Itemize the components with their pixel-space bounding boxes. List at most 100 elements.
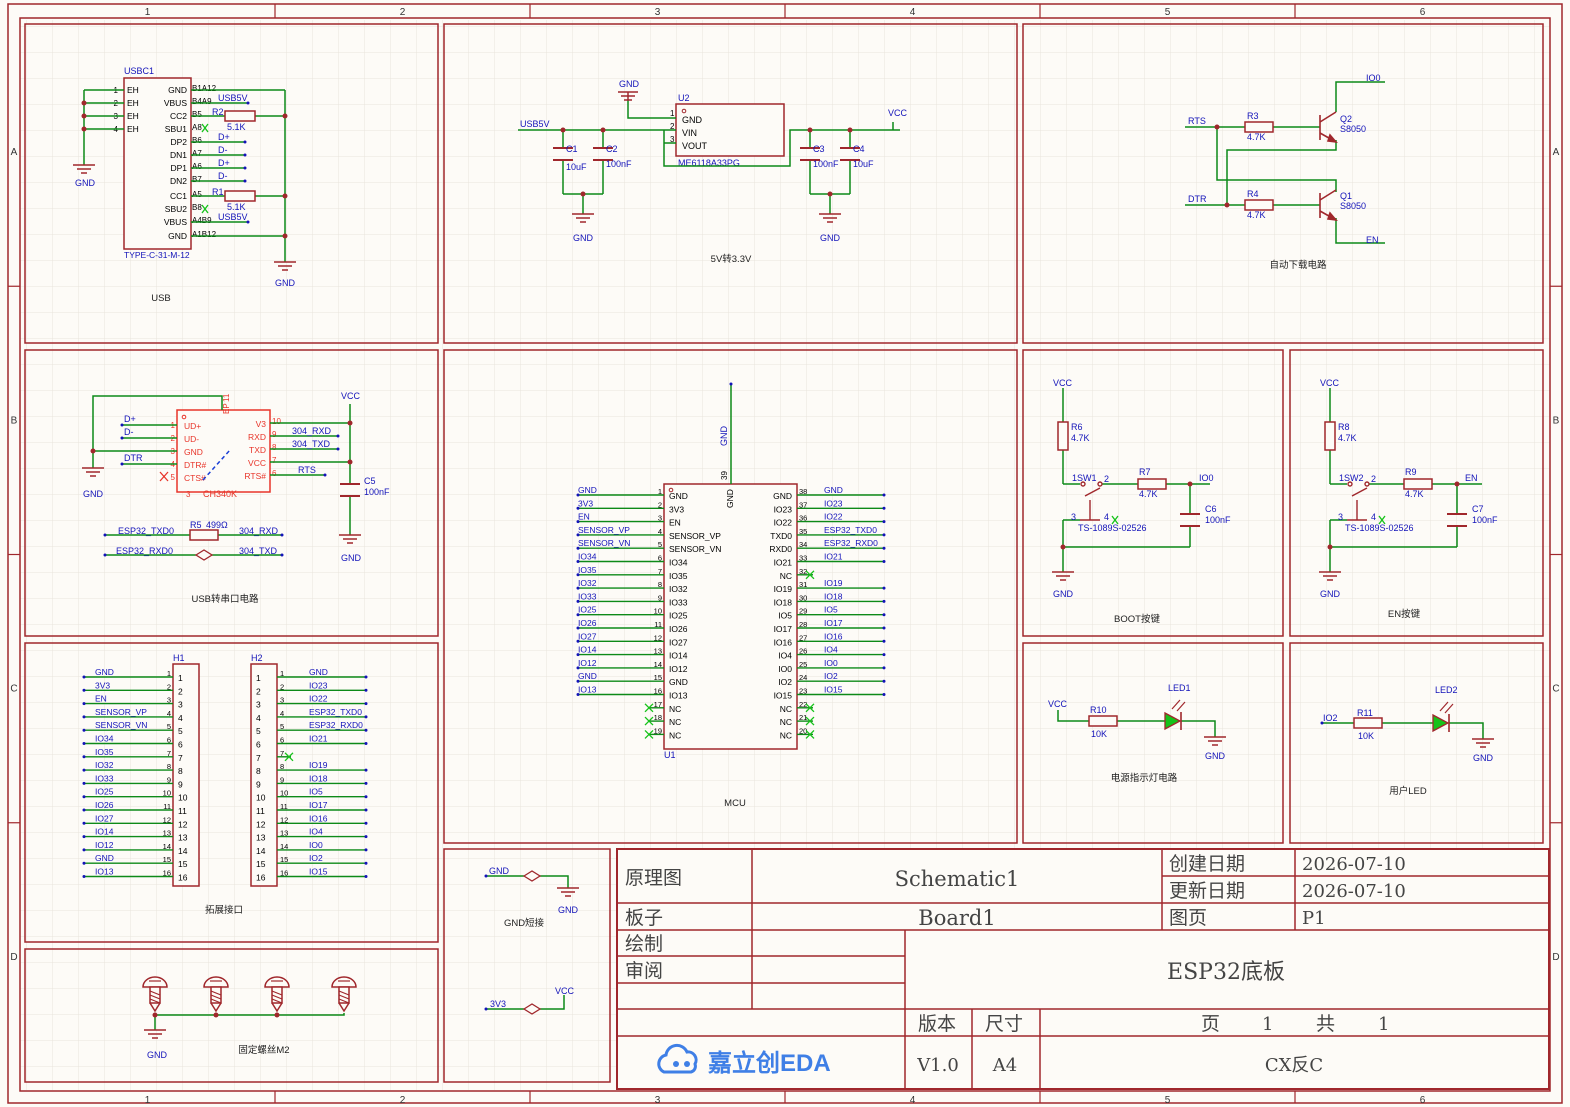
board-name: Board1	[918, 906, 995, 930]
gnd-label: GND	[1053, 589, 1074, 599]
net-dtr: DTR	[124, 453, 143, 463]
r2-value: 5.1K	[227, 122, 246, 132]
q1-ref: Q1	[1340, 191, 1352, 201]
net-label: IO35	[95, 747, 114, 757]
net-dtr: DTR	[1188, 194, 1207, 204]
gnd-symbol	[1204, 736, 1226, 746]
c2-value: 100nF	[606, 159, 632, 169]
pin-name: 1	[256, 673, 261, 683]
size-value: A4	[992, 1055, 1017, 1076]
caption-gnd-short: GND短接	[504, 917, 545, 929]
net-label: 3V3	[578, 498, 593, 508]
pin-name: GND	[669, 677, 688, 687]
pin-num: 26	[799, 647, 807, 656]
gnd-symbol	[1472, 738, 1494, 748]
pin-num: 24	[799, 673, 807, 682]
net-label: IO25	[578, 605, 597, 615]
q2-transistor	[1319, 111, 1338, 144]
pin-num: 36	[799, 514, 807, 523]
pin-num: 9	[272, 430, 277, 439]
pin-num: 22	[799, 700, 807, 709]
pin-name: EN	[669, 518, 681, 528]
pin-name: 2	[256, 686, 261, 696]
gnd-symbol	[339, 534, 361, 544]
pin-name: NC	[780, 704, 792, 714]
net-label: IO2	[309, 853, 323, 863]
gnd-label: GND	[820, 233, 841, 243]
cloud-dot-icon	[673, 1061, 679, 1067]
pin-num: 33	[799, 554, 807, 563]
caption-auto: 自动下载电路	[1269, 259, 1327, 271]
jumper-icon	[522, 870, 542, 882]
pin-num: 1	[280, 669, 284, 678]
gnd-symbol	[73, 164, 95, 174]
u2-ref: U2	[678, 93, 690, 103]
net-esp32-txd0: ESP32_TXD0	[118, 526, 174, 536]
net-label: IO12	[578, 658, 597, 668]
pin-name: VOUT	[682, 141, 708, 151]
r3-resistor	[1244, 121, 1274, 133]
sw1-ref: 1SW1	[1072, 473, 1097, 483]
pin-name: GND	[168, 85, 187, 95]
net-label: IO27	[578, 631, 597, 641]
pin-name: IO22	[774, 518, 793, 528]
net-label: IO0	[309, 840, 323, 850]
col-label: 1	[145, 7, 151, 18]
pin-num: 32	[799, 567, 807, 576]
gnd-label: GND	[75, 178, 96, 188]
pin-num: 12	[654, 633, 662, 642]
pin-name: SENSOR_VN	[669, 544, 721, 554]
pin-name: 6	[178, 740, 183, 750]
pin-num: 25	[799, 660, 807, 669]
pin-name: VBUS	[164, 98, 187, 108]
pin-num: 2	[1104, 474, 1109, 484]
net-label: IO13	[95, 867, 114, 877]
r4-resistor	[1244, 199, 1274, 211]
col-label: 5	[1165, 7, 1171, 18]
r9-resistor	[1403, 478, 1433, 490]
pin-name: IO5	[778, 611, 792, 621]
c3-ref: C3	[813, 144, 825, 154]
block-screws	[24, 948, 439, 1083]
gnd-label: GND	[275, 278, 296, 288]
net-label: ESP32_TXD0	[824, 525, 877, 535]
c4-ref: C4	[853, 144, 865, 154]
caption-serial: USB转串口电路	[191, 593, 259, 605]
q2-ref: Q2	[1340, 114, 1352, 124]
r8-value: 4.7K	[1338, 433, 1357, 443]
pin-num: 13	[163, 829, 171, 838]
pin-num: 3	[1338, 512, 1343, 522]
net-label: IO0	[824, 658, 838, 668]
pin-name: 15	[178, 859, 188, 869]
pin-name: TXD	[249, 445, 266, 455]
pin-num: 9	[167, 775, 171, 784]
jumper-icon	[194, 549, 214, 561]
pin-name: IO12	[669, 664, 688, 674]
q1-transistor	[1319, 189, 1338, 222]
pin-num: B7	[192, 175, 202, 184]
col-label: 6	[1420, 7, 1426, 18]
pin-name: RXD0	[769, 544, 792, 554]
net-dn: D-	[218, 171, 228, 181]
jlc-eda-logo: 嘉立创EDA	[657, 1043, 831, 1077]
gnd-symbol	[557, 887, 579, 897]
pin-num: 8	[272, 443, 277, 452]
r6-value: 4.7K	[1071, 433, 1090, 443]
net-label: IO21	[824, 552, 843, 562]
pin-num: 16	[163, 869, 171, 878]
pin-name: 16	[256, 873, 266, 883]
c6-value: 100nF	[1205, 515, 1231, 525]
pin-num: 28	[799, 620, 807, 629]
r3-ref: R3	[1247, 111, 1259, 121]
r3-value: 4.7K	[1247, 132, 1266, 142]
pin-num: A7	[192, 149, 202, 158]
r10-value: 10K	[1091, 729, 1107, 739]
net-gnd: GND	[489, 866, 510, 876]
boot-button-circuit: VCC R6 4.7K 1SW1 2 3 4 TS-1089S-02526 R7…	[1052, 378, 1231, 599]
net-label: GND	[309, 667, 328, 677]
pin-num: 5	[171, 473, 176, 482]
pin-name: NC	[780, 730, 792, 740]
net-label: IO23	[824, 498, 843, 508]
